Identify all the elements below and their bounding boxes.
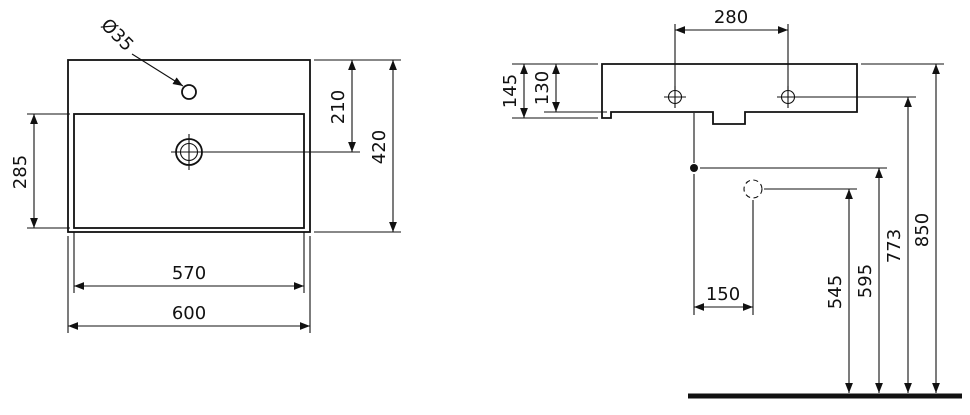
tap-hole [181, 84, 197, 100]
dim-label-850: 850 [912, 213, 933, 247]
dimension-bowl-width-570: 570 [73, 232, 305, 293]
dim-label-130: 130 [532, 71, 553, 105]
dim-label-595: 595 [855, 264, 876, 298]
dim-label-773: 773 [884, 229, 905, 263]
tap-hole-diameter-label: Ø35 [96, 15, 137, 56]
tap-hole-callout: Ø35 [96, 15, 184, 87]
plan-view: Ø35 210 420 285 [10, 15, 401, 333]
supply-point [690, 164, 698, 172]
trap-outlet-circle [743, 179, 763, 199]
drain-symbol [171, 134, 360, 170]
dim-label-420: 420 [369, 130, 390, 164]
dimension-body-height-130: 130 [532, 64, 607, 113]
dimension-supply-offset-150: 150 [693, 174, 754, 315]
dim-label-600: 600 [172, 303, 206, 324]
dim-label-145: 145 [500, 74, 521, 108]
dim-label-280: 280 [714, 7, 748, 28]
dim-label-285: 285 [10, 155, 31, 189]
dim-label-210: 210 [328, 90, 349, 124]
dimension-trap-height-545: 545 [764, 188, 857, 393]
dim-label-570: 570 [172, 263, 206, 284]
dimension-tap-to-drain-210: 210 [314, 59, 401, 152]
leader-line [131, 53, 184, 87]
dimension-overall-depth-420: 420 [314, 60, 401, 233]
elevation-view: 280 145 130 150 545 [500, 7, 962, 399]
dimension-fixing-height-773: 773 [796, 96, 916, 393]
dimension-overall-width-600: 600 [67, 236, 311, 333]
basin-profile-outline [601, 63, 858, 125]
dimension-fixing-centres-280: 280 [674, 7, 789, 90]
dim-label-150: 150 [706, 284, 740, 305]
basin-outer-outline [67, 59, 311, 233]
basin-bowl-outline [73, 113, 305, 229]
dim-label-545: 545 [825, 275, 846, 309]
dimension-bowl-depth-285: 285 [10, 113, 70, 229]
dimension-rim-height-850: 850 [861, 63, 944, 393]
dimension-supply-height-595: 595 [700, 167, 887, 393]
